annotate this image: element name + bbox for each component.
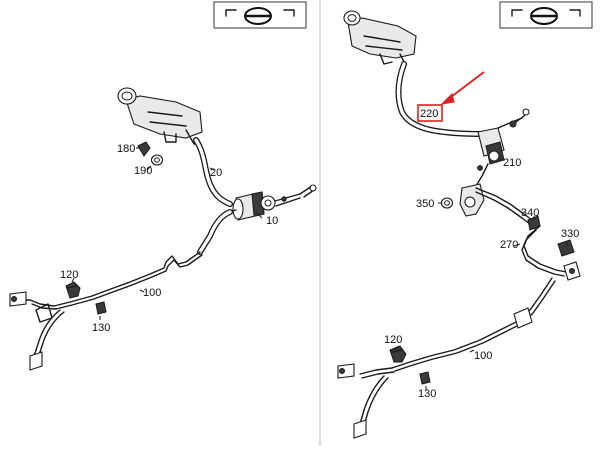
mounting-clip-180 — [137, 141, 151, 157]
highlight-220 — [417, 71, 485, 122]
callout-20: 20 — [210, 167, 222, 179]
callout-180: 180 — [117, 143, 135, 155]
callout-270: 270 — [500, 239, 518, 251]
callout-120: 120 — [60, 269, 78, 281]
callout-130: 130 — [92, 322, 110, 334]
master-cylinder-210 — [475, 108, 530, 187]
grommet-190 — [150, 154, 164, 166]
callout-350: 350 — [416, 198, 434, 210]
callout-340: 340 — [521, 207, 539, 219]
clip-340 — [527, 215, 541, 231]
vehicle-orientation-icon — [499, 1, 593, 29]
hydraulic-line-100 — [337, 277, 556, 439]
right-leader-lines — [395, 157, 569, 390]
vehicle-orientation-icon — [213, 1, 307, 29]
hydraulic-line-100 — [9, 209, 233, 371]
bracket-350 — [459, 183, 511, 217]
hydraulic-line-270 — [507, 203, 581, 281]
hose-220 — [395, 61, 487, 137]
callout-100: 100 — [474, 350, 492, 362]
clip-330 — [557, 239, 575, 257]
callout-100: 100 — [143, 287, 161, 299]
clip-120 — [389, 345, 407, 363]
grommet-350 — [440, 197, 454, 209]
hose-20 — [193, 137, 233, 207]
callout-130: 130 — [418, 388, 436, 400]
callout-330: 330 — [561, 228, 579, 240]
right-panel: 220 210 350 340 330 270 120 100 130 — [337, 1, 593, 439]
callout-120: 120 — [384, 334, 402, 346]
clip-120 — [65, 281, 81, 299]
callout-210: 210 — [503, 157, 521, 169]
callout-10: 10 — [266, 215, 278, 227]
callout-220: 220 — [420, 108, 438, 120]
callout-190: 190 — [134, 165, 152, 177]
fluid-reservoir — [343, 10, 417, 67]
left-leader-lines — [71, 147, 263, 320]
clip-130 — [95, 301, 107, 315]
left-panel: 180 190 20 10 120 100 130 — [9, 1, 317, 371]
clip-130 — [419, 371, 431, 385]
fluid-reservoir — [117, 87, 203, 145]
